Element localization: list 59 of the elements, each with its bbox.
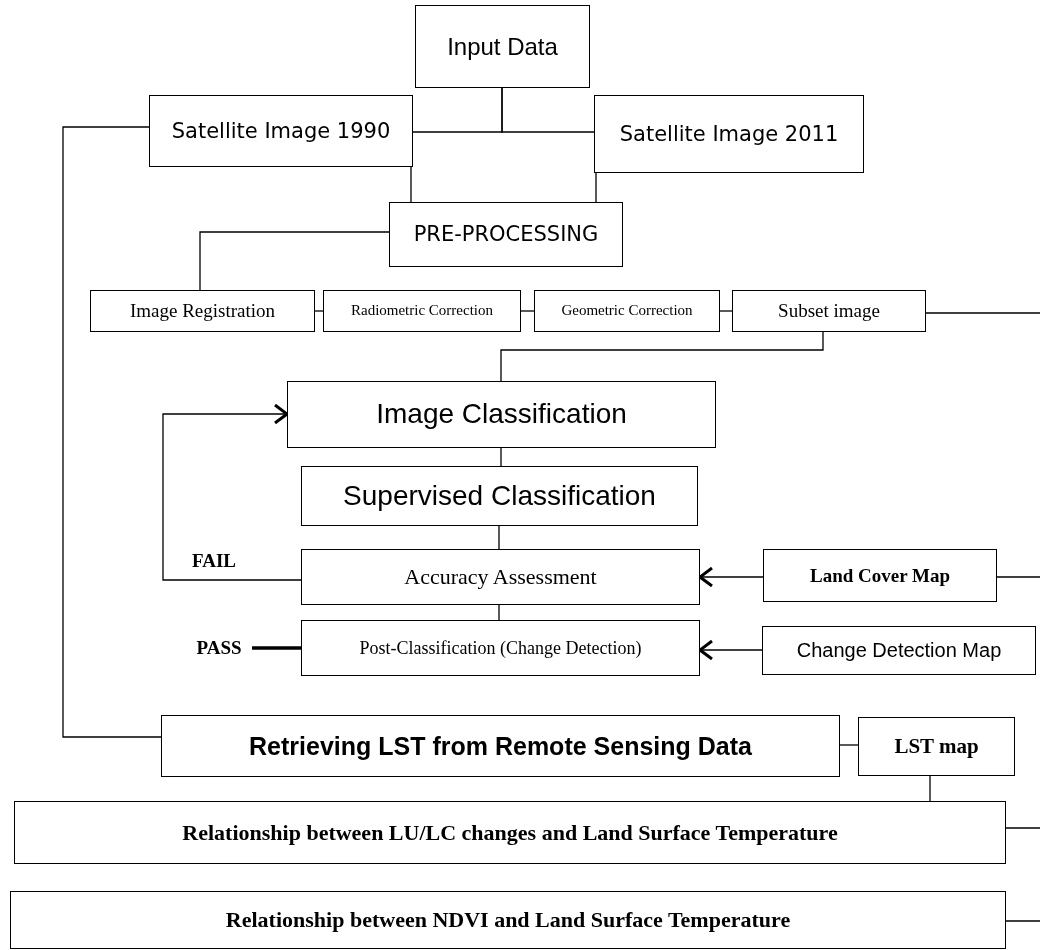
- box-text: Satellite Image 1990: [171, 118, 391, 144]
- connector-line: [199, 231, 390, 291]
- box-text: Supervised Classification: [343, 479, 656, 513]
- connector-line: [1005, 920, 1040, 922]
- connector-line: [498, 525, 500, 550]
- process-box: [14, 801, 1006, 864]
- connector-line: [500, 447, 502, 467]
- connector-line: [314, 310, 324, 312]
- arrow: [698, 639, 763, 661]
- box-text: PASS: [196, 637, 242, 659]
- connector-line: [929, 775, 931, 802]
- connector-line: [996, 576, 1040, 578]
- box-text: Input Data: [447, 32, 558, 61]
- connector-line: [498, 604, 500, 621]
- arrow: [698, 566, 764, 588]
- box-text: Subset image: [778, 300, 880, 322]
- box-text: Change Detection Map: [796, 639, 1002, 662]
- process-box: [90, 290, 315, 332]
- connector-line: [925, 312, 1040, 314]
- connector-line: [62, 126, 162, 738]
- connector-line: [410, 166, 412, 203]
- box-text: Geometric Correction: [561, 302, 693, 320]
- box-text: Relationship between NDVI and Land Surface Temperature: [225, 907, 791, 933]
- process-box: [323, 290, 521, 332]
- box-text: Post-Classification (Change Detection): [359, 637, 642, 659]
- connector-line: [839, 744, 859, 746]
- process-box: [594, 95, 864, 173]
- process-box: [149, 95, 413, 167]
- box-text: Relationship between LU/LC changes and Land Surface Temperature: [182, 819, 838, 846]
- connector-line: [520, 310, 535, 312]
- connector-line: [1005, 827, 1040, 829]
- process-box: [389, 202, 623, 267]
- process-box: [858, 717, 1015, 776]
- connector-line: [252, 646, 301, 650]
- box-text: Radiometric Correction: [350, 302, 493, 320]
- connector-line: [595, 172, 597, 203]
- process-box: [763, 549, 997, 602]
- process-box: [10, 891, 1006, 949]
- box-text: Image Classification: [376, 398, 627, 431]
- box-text: LST map: [894, 734, 979, 759]
- process-box: [161, 715, 840, 777]
- box-text: Accuracy Assessment: [404, 564, 597, 590]
- connector-line: [719, 310, 733, 312]
- process-box: [534, 290, 720, 332]
- box-text: Image Registration: [129, 300, 276, 322]
- process-box: [301, 620, 700, 676]
- box-text: Satellite Image 2011: [619, 121, 839, 147]
- process-box: [732, 290, 926, 332]
- box-text: Retrieving LST from Remote Sensing Data: [249, 731, 752, 761]
- process-box: [301, 466, 698, 526]
- connector-line: [500, 331, 824, 382]
- process-box: [415, 5, 590, 88]
- connector-line: [501, 87, 595, 133]
- process-box: [287, 381, 716, 448]
- box-text: PRE-PROCESSING: [413, 222, 599, 247]
- process-box: [762, 626, 1036, 675]
- box-text: Land Cover Map: [809, 564, 951, 587]
- process-box: [301, 549, 700, 605]
- arrow: [162, 403, 302, 581]
